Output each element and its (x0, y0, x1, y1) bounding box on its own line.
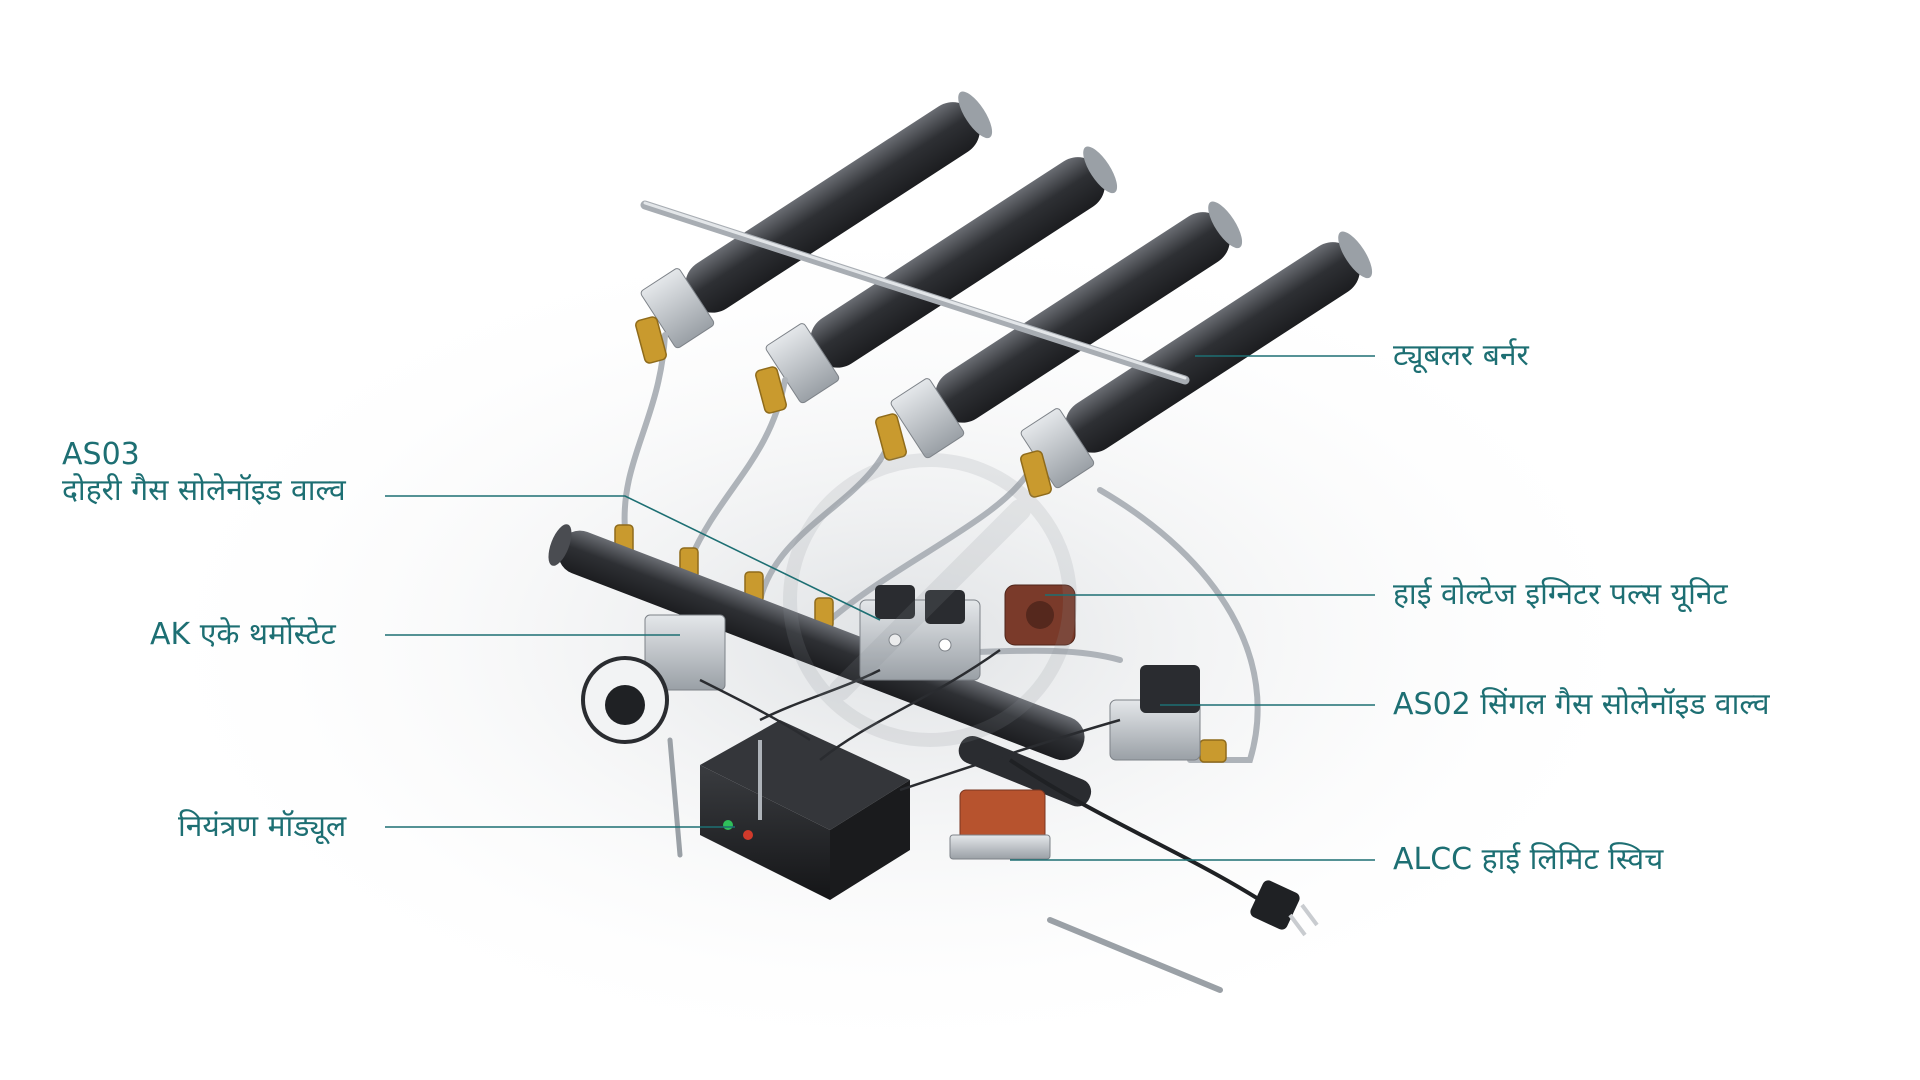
thermostat (581, 614, 726, 858)
burner-tube (890, 201, 1243, 459)
label-tubular-burner: ट्यूबलर बर्नर (1393, 338, 1529, 373)
single-solenoid-valve (1109, 665, 1201, 761)
label-thermostat: AK एके थर्मोस्टेट (150, 617, 336, 652)
leader-lines (385, 355, 1375, 861)
dual-solenoid-valve (859, 585, 981, 681)
cross-rod (640, 200, 1190, 385)
dual-valve-code: AS03 (62, 437, 140, 472)
power-cord (1008, 758, 1319, 937)
tubular-burners (640, 91, 1373, 489)
brass-fittings (614, 316, 1227, 763)
label-control-module: नियंत्रण मॉड्यूल (178, 809, 347, 844)
label-igniter-pulse-unit: हाई वोल्टेज इग्निटर पल्स यूनिट (1393, 577, 1728, 612)
dual-valve-name: दोहरी गैस सोलेनॉइड वाल्व (62, 473, 346, 508)
control-module (700, 720, 910, 900)
high-limit-switch (949, 789, 1223, 993)
label-single-solenoid-valve: AS02 सिंगल गैस सोलेनॉइड वाल्व (1393, 687, 1770, 722)
brand-logo-watermark (783, 453, 1077, 747)
burner-tube (640, 91, 993, 349)
leader-dual-valve (385, 495, 881, 621)
wiring (699, 648, 1121, 792)
igniter-pulse-unit (1004, 584, 1076, 646)
label-dual-solenoid-valve: AS03 दोहरी गैस सोलेनॉइड वाल्व (62, 437, 346, 509)
label-high-limit-switch: ALCC हाई लिमिट स्विच (1393, 842, 1664, 877)
gas-manifold (548, 524, 1085, 761)
burner-tube (765, 146, 1118, 404)
burner-tube (1020, 231, 1373, 489)
